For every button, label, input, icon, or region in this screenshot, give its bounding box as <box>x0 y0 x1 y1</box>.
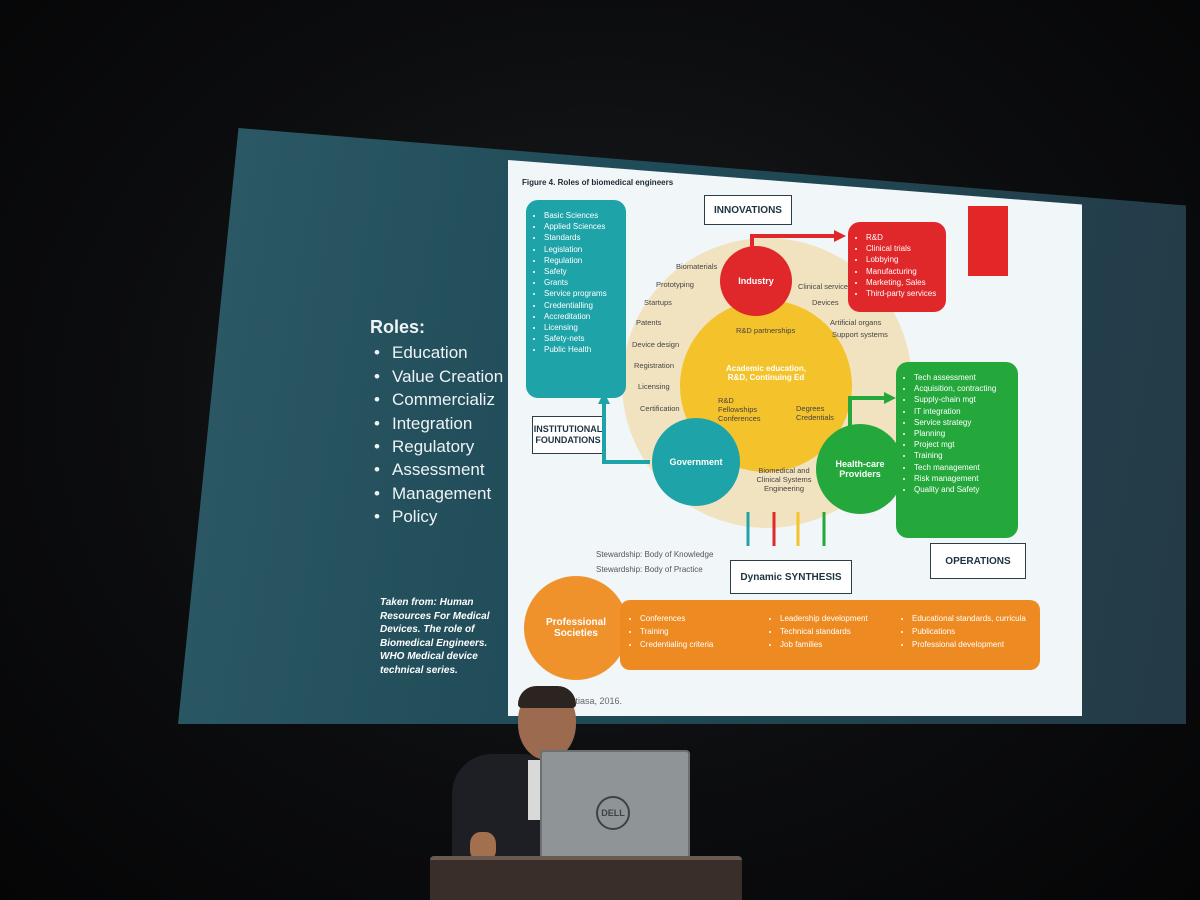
rd-partnerships-label: R&D partnerships <box>736 326 796 335</box>
stewardship-item: Stewardship: Body of Knowledge <box>596 550 714 559</box>
laptop-logo: DELL <box>596 796 630 830</box>
role-item: Commercializ <box>370 388 503 412</box>
list-item: Regulation <box>544 255 626 266</box>
list-item: Standards <box>544 232 626 243</box>
list-item: Publications <box>912 625 1026 638</box>
operations-list-box: Tech assessment Acquisition, contracting… <box>896 362 1018 538</box>
list-item: Credentialling <box>544 300 626 311</box>
role-item: Integration <box>370 412 503 436</box>
list-item: Tech management <box>914 462 1018 473</box>
list-item: Public Health <box>544 344 626 355</box>
operations-label: OPERATIONS <box>930 543 1026 579</box>
list-item: Acquisition, contracting <box>914 383 1018 394</box>
list-item: Project mgt <box>914 439 1018 450</box>
list-item: Marketing, Sales <box>866 277 946 288</box>
list-item: R&D <box>866 232 946 243</box>
industry-circle: Industry <box>720 246 792 316</box>
fellowships-label: R&D Fellowships Conferences <box>718 396 761 423</box>
list-item: Professional development <box>912 638 1026 651</box>
ring-label: Registration <box>634 361 675 370</box>
ring-label: Certification <box>640 404 680 413</box>
list-item: Conferences <box>640 612 713 625</box>
list-item: Lobbying <box>866 254 946 265</box>
degrees-label: Degrees Credentials <box>796 404 834 422</box>
ring-label: Support systems <box>832 330 888 339</box>
ring-label: Devices <box>812 298 839 307</box>
figure-title: Figure 4. Roles of biomedical engineers <box>522 178 674 187</box>
list-item: Planning <box>914 428 1018 439</box>
list-item: Licensing <box>544 322 626 333</box>
orange-column: Educational standards, curricula Publica… <box>902 612 1026 651</box>
institutional-list-box: Basic Sciences Applied Sciences Standard… <box>526 200 626 398</box>
orange-column: Leadership development Technical standar… <box>770 612 868 651</box>
list-item: Service strategy <box>914 417 1018 428</box>
list-item: Clinical trials <box>866 243 946 254</box>
biomedical-label: Biomedical and Clinical Systems Engineer… <box>756 466 812 493</box>
list-item: Basic Sciences <box>544 210 626 221</box>
institutional-label: INSTITUTIONAL FOUNDATIONS <box>532 416 604 454</box>
innovations-label: INNOVATIONS <box>704 195 792 225</box>
stewardship-item: Stewardship: Body of Practice <box>596 565 703 574</box>
ring-label: Licensing <box>638 382 670 391</box>
professional-societies-bar: Conferences Training Credentialing crite… <box>620 600 1040 670</box>
list-item: Credentialing criteria <box>640 638 713 651</box>
ring-label: Startups <box>644 298 672 307</box>
list-item: Accreditation <box>544 311 626 322</box>
role-item: Regulatory <box>370 435 503 459</box>
list-item: Safety <box>544 266 626 277</box>
innovations-list-box: R&D Clinical trials Lobbying Manufacturi… <box>848 222 946 312</box>
list-item: Educational standards, curricula <box>912 612 1026 625</box>
list-item: Quality and Safety <box>914 484 1018 495</box>
lectern <box>430 860 742 900</box>
arrow-head <box>834 230 846 242</box>
roles-list: Roles: Education Value Creation Commerci… <box>370 316 503 529</box>
list-item: Job families <box>780 638 868 651</box>
role-item: Policy <box>370 505 503 529</box>
orange-column: Conferences Training Credentialing crite… <box>630 612 713 651</box>
government-circle: Government <box>652 418 740 506</box>
list-item: IT integration <box>914 406 1018 417</box>
list-item: Supply-chain mgt <box>914 394 1018 405</box>
list-item: Manufacturing <box>866 266 946 277</box>
arrow-government <box>602 402 650 464</box>
list-item: Leadership development <box>780 612 868 625</box>
list-item: Training <box>914 450 1018 461</box>
arrow-head <box>598 392 610 404</box>
ring-label: Prototyping <box>656 280 694 289</box>
ring-label: Biomaterials <box>676 262 718 271</box>
list-item: Service programs <box>544 288 626 299</box>
role-item: Education <box>370 341 503 365</box>
role-item: Management <box>370 482 503 506</box>
role-item: Value Creation <box>370 365 503 389</box>
dynamic-synthesis-label: Dynamic SYNTHESIS <box>730 560 852 594</box>
professional-societies-circle: Professional Societies <box>524 576 628 680</box>
list-item: Legislation <box>544 244 626 255</box>
ring-label: Artificial organs <box>830 318 882 327</box>
list-item: Risk management <box>914 473 1018 484</box>
ring-label: Patents <box>636 318 662 327</box>
healthcare-circle: Health-care Providers <box>816 424 904 514</box>
list-item: Applied Sciences <box>544 221 626 232</box>
role-item: Assessment <box>370 458 503 482</box>
arrow-head <box>884 392 896 404</box>
citation-text: Taken from: Human Resources For Medical … <box>380 597 490 676</box>
ring-label: Clinical services <box>798 282 852 291</box>
arrow-industry <box>750 234 836 252</box>
red-corner-tab <box>968 206 1008 276</box>
stewardship-notes: Stewardship: Body of Knowledge Stewardsh… <box>596 547 713 577</box>
figure-source: ...tiasa, 2016. <box>568 696 623 706</box>
list-item: Technical standards <box>780 625 868 638</box>
list-item: Third-party services <box>866 288 946 299</box>
list-item: Tech assessment <box>914 372 1018 383</box>
arrow-healthcare <box>848 396 886 428</box>
roles-title: Roles: <box>370 317 426 337</box>
presenter-hair <box>518 686 576 708</box>
list-item: Grants <box>544 277 626 288</box>
center-label: Academic education, R&D, Continuing Ed <box>725 364 807 382</box>
list-item: Safety-nets <box>544 333 626 344</box>
list-item: Training <box>640 625 713 638</box>
ring-label: Device design <box>632 340 680 349</box>
